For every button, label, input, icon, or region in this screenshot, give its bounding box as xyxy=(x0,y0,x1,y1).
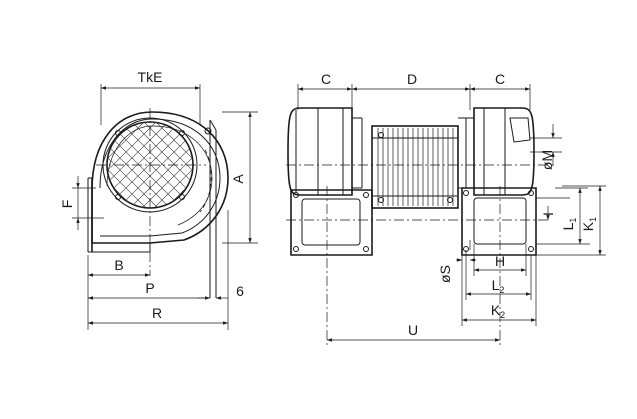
dimension-6: 6 xyxy=(198,283,244,300)
label-c-right: C xyxy=(495,71,505,87)
label-f: F xyxy=(59,200,75,209)
svg-text:K2: K2 xyxy=(491,302,505,320)
dimension-u: U xyxy=(327,322,500,342)
dimension-p: P xyxy=(88,280,210,300)
label-d: D xyxy=(407,71,417,87)
svg-text:L2: L2 xyxy=(492,277,505,295)
dimension-d: D xyxy=(352,71,471,110)
dimension-l2: L2 xyxy=(465,255,532,300)
dimension-m: øM xyxy=(530,124,562,170)
dimension-c-left: C xyxy=(297,71,353,110)
label-c-left: C xyxy=(321,71,331,87)
dimension-f: F xyxy=(59,176,104,230)
label-l2: L xyxy=(492,277,500,293)
label-r: R xyxy=(152,305,162,321)
dimension-tke: TkE xyxy=(100,69,201,125)
label-m: øM xyxy=(539,150,555,170)
label-k1: K xyxy=(580,221,596,231)
dimension-r: R xyxy=(88,210,229,330)
side-view xyxy=(87,108,229,298)
label-k2-subscript: 2 xyxy=(500,310,505,320)
label-k2: K xyxy=(491,302,501,318)
label-tke: TkE xyxy=(138,69,163,85)
label-l1: L xyxy=(560,222,576,230)
label-l1-subscript: 1 xyxy=(568,218,578,223)
svg-text:L1: L1 xyxy=(560,218,578,231)
motor-fins xyxy=(377,128,454,206)
label-i: I xyxy=(540,212,556,216)
dimension-i: I xyxy=(536,197,590,245)
label-u: U xyxy=(408,322,418,338)
dimension-b: B xyxy=(87,255,150,330)
front-view xyxy=(286,107,556,346)
dimension-k2: K2 xyxy=(461,255,537,326)
dimension-l1: L1 xyxy=(555,187,588,244)
label-h: H xyxy=(495,253,505,269)
label-a: A xyxy=(230,174,246,184)
label-6: 6 xyxy=(236,283,244,299)
label-s: øS xyxy=(437,265,453,283)
label-l2-subscript: 2 xyxy=(499,285,504,295)
label-p: P xyxy=(145,280,154,296)
dimension-k1: K1 xyxy=(536,185,606,256)
dimension-c-right: C xyxy=(470,71,531,110)
label-k1-subscript: 1 xyxy=(588,217,598,222)
dimension-h: H xyxy=(473,244,527,276)
svg-text:K1: K1 xyxy=(580,217,598,231)
label-b: B xyxy=(114,257,123,273)
dimension-s: øS xyxy=(437,240,476,286)
